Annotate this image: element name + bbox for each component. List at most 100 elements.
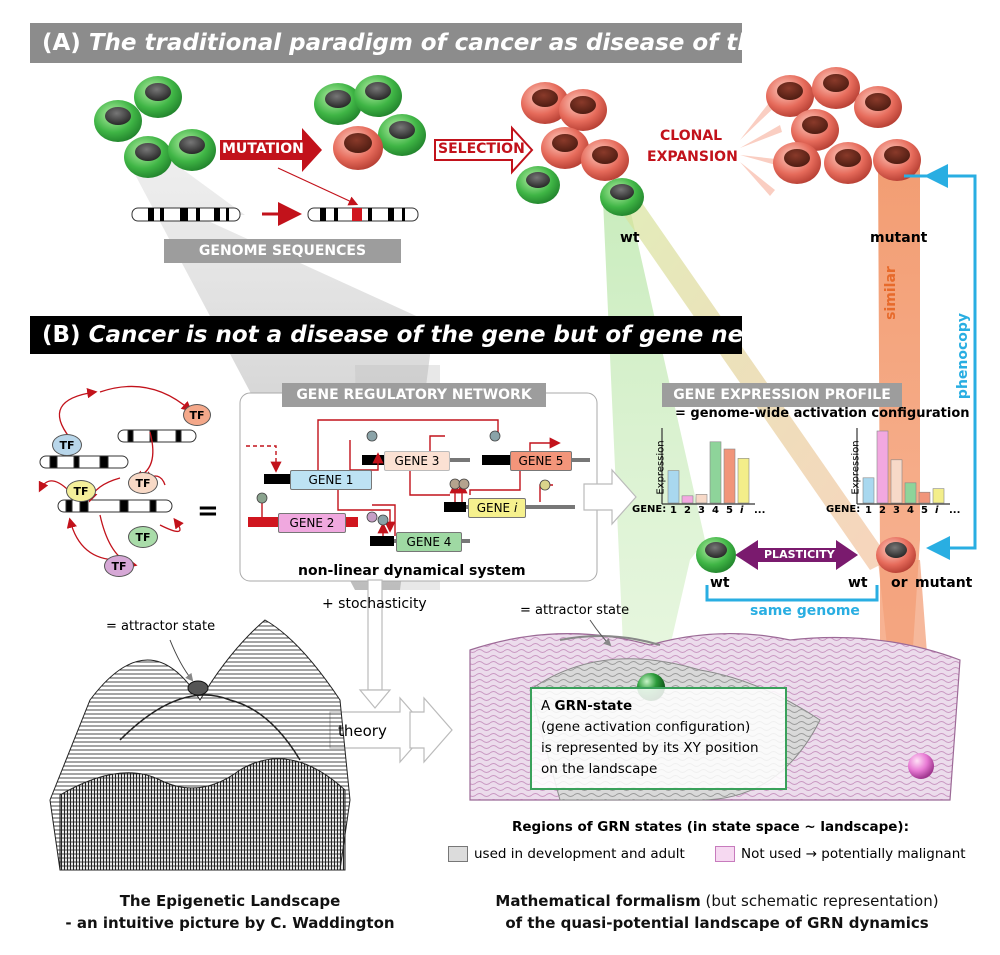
gene-tick-label: 5 [921, 505, 928, 516]
caption-left: The Epigenetic Landscape - an intuitive … [60, 890, 400, 934]
grn-state-line-3: is represented by its XY position [541, 740, 759, 756]
expression-bars-1 [667, 441, 750, 504]
gene-tick-label: i [935, 505, 939, 516]
network-arrows-left [38, 385, 192, 569]
expression-bar [695, 494, 708, 504]
expression-bar [681, 495, 694, 504]
panel-b-title: Cancer is not a disease of the gene but … [88, 322, 832, 348]
profile-title: GENE EXPRESSION PROFILE [662, 383, 902, 407]
gene-axis-label-1: GENE: [632, 504, 667, 515]
selection-label: SELECTION [438, 141, 525, 157]
gene-4: GENE 4 [396, 532, 462, 552]
gene-tick-label: 3 [698, 505, 705, 516]
grn-to-profile-arrow [583, 468, 637, 526]
gene-tick-label: ... [949, 505, 961, 516]
wt-label-b-right: wt [848, 575, 868, 591]
stochasticity-label: + stochasticity [322, 596, 427, 612]
expression-bar [737, 458, 750, 504]
attractor-pointer-right [589, 619, 612, 647]
expression-bars-2 [862, 430, 945, 504]
grn-state-box [530, 687, 787, 790]
panel-a-letter: (A) [42, 30, 81, 56]
grn-state-line-1: A GRN-state [541, 696, 759, 717]
wt-label-a: wt [620, 230, 640, 246]
caption-right-line-1: Mathematical formalism (but schematic re… [462, 890, 972, 912]
panel-b-letter: (B) [42, 322, 81, 348]
expression-bar [862, 477, 875, 504]
regions-title: Regions of GRN states (in state space ~ … [512, 819, 909, 835]
profile-subtitle: = genome-wide activation configuration [675, 406, 970, 421]
genome-sequences-label: GENOME SEQUENCES [164, 239, 401, 263]
wt-cells-left [94, 76, 216, 178]
gene-tick-label: 1 [670, 505, 677, 516]
attractor-pointer-left [169, 639, 194, 682]
gene-axis-label-2: GENE: [826, 504, 861, 515]
stochasticity-arrow [358, 579, 392, 709]
tf-node: TF [128, 472, 158, 494]
gene-tick-label: 2 [879, 505, 886, 516]
nonlinear-label: non-linear dynamical system [298, 563, 526, 579]
equals-sign: = [197, 496, 219, 526]
phenocopy-label: phenocopy [955, 312, 972, 400]
expression-bar [918, 491, 931, 504]
chromosome-mutant-a [307, 207, 419, 222]
gene-tick-label: 1 [865, 505, 872, 516]
gene-1: GENE 1 [290, 470, 372, 490]
gene-tick-label: 3 [893, 505, 900, 516]
panel-b-header: (B) Cancer is not a disease of the gene … [30, 316, 832, 354]
gene-tick-label: 4 [712, 505, 719, 516]
expression-axes-2 [856, 428, 950, 505]
panel-a-title: The traditional paradigm of cancer as di… [88, 30, 842, 56]
tf-node: TF [128, 526, 158, 548]
expression-bar [667, 470, 680, 504]
legend-used: used in development and adult [448, 846, 685, 862]
gene-tick-label: i [740, 505, 744, 516]
same-genome-label: same genome [750, 603, 860, 619]
wt-cells-mutated [314, 75, 426, 170]
same-genome-bracket [705, 585, 879, 602]
wt-label-b-left: wt [710, 575, 730, 591]
tf-lollipops [256, 430, 551, 526]
expression-bar [932, 488, 945, 504]
expansion-label: EXPANSION [647, 149, 738, 165]
mutation-label: MUTATION [222, 141, 304, 157]
expression-bar [876, 430, 889, 504]
plasticity-label: PLASTICITY [764, 548, 835, 561]
mutant-label-b: mutant [915, 575, 973, 591]
legend-notused-swatch [715, 846, 735, 862]
waddington-landscape [49, 619, 351, 871]
mutation-pointer [277, 167, 359, 206]
expression-axis-label-2: Expression [850, 440, 862, 495]
gene-i-word: GENE [476, 501, 511, 515]
chromosome-wt-a [131, 207, 241, 222]
similar-label: similar [882, 266, 899, 320]
grn-state-bold: GRN-state [554, 698, 633, 714]
tf-node: TF [104, 555, 134, 577]
selection-arrow-shape [434, 125, 534, 175]
tf-node: TF [66, 480, 96, 502]
caption-left-line-2: - an intuitive picture by C. Waddington [65, 914, 395, 932]
expression-bar [904, 482, 917, 504]
legend-used-swatch [448, 846, 468, 862]
gene-3: GENE 3 [384, 451, 450, 471]
or-label: or [891, 575, 908, 591]
legend-used-text: used in development and adult [474, 846, 685, 862]
panel-a-header: (A) The traditional paradigm of cancer a… [30, 23, 841, 63]
grn-state-a: A [541, 698, 555, 714]
expression-bar [709, 441, 722, 504]
gene-tick-label: 4 [907, 505, 914, 516]
chromosomes-b [39, 429, 197, 513]
expression-bar [723, 448, 736, 504]
legend-notused-text: Not used → potentially malignant [741, 846, 966, 862]
grn-state-line-2: (gene activation configuration) [541, 719, 751, 735]
caption-right-bold: Mathematical formalism [495, 892, 701, 910]
mutation-arrow-shape [220, 128, 322, 172]
clonal-cells [766, 67, 921, 184]
expression-axes-1 [661, 428, 755, 505]
tf-node: TF [52, 434, 82, 456]
attractor-label-right: = attractor state [520, 603, 630, 618]
clonal-label: CLONAL [660, 128, 723, 144]
attractor-label-left: = attractor state [106, 619, 216, 634]
gene-5: GENE 5 [510, 451, 572, 471]
